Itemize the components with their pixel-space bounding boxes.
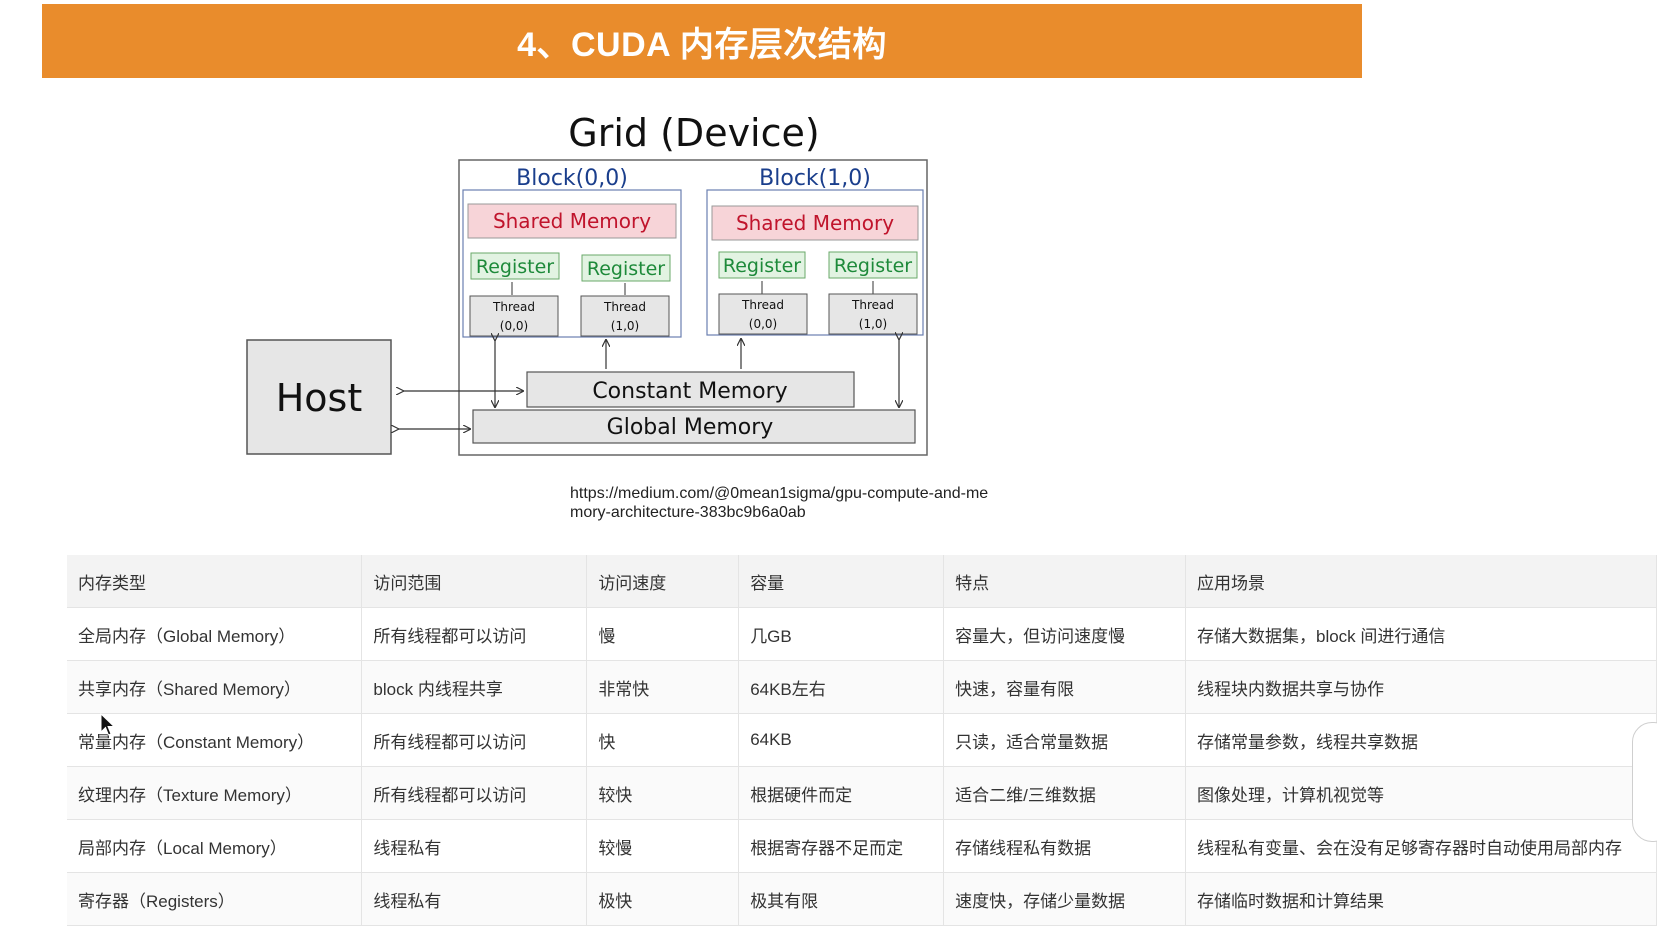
block-1-thread-1-id: (1,0) [859, 317, 887, 331]
memory-comparison-table: 内存类型 访问范围 访问速度 容量 特点 应用场景 全局内存（Global Me… [67, 555, 1657, 926]
table-cell: 线程私有 [361, 819, 588, 873]
table-cell: 速度快，存储少量数据 [943, 872, 1186, 926]
mouse-pointer-icon [100, 713, 116, 736]
host-box [246, 339, 392, 455]
table-row: 寄存器（Registers） 线程私有 极快 极其有限 速度快，存储少量数据 存… [67, 872, 1657, 926]
table-cell: 存储大数据集，block 间进行通信 [1185, 607, 1657, 661]
table-cell: 几GB [738, 607, 945, 661]
table-header-cell: 容量 [738, 555, 945, 608]
table-header-row: 内存类型 访问范围 访问速度 容量 特点 应用场景 [67, 555, 1657, 608]
table-row: 纹理内存（Texture Memory） 所有线程都可以访问 较快 根据硬件而定… [67, 766, 1657, 820]
table-cell: 局部内存（Local Memory） [67, 819, 363, 873]
block-0-shared-memory [467, 203, 677, 239]
table-row: 局部内存（Local Memory） 线程私有 较慢 根据寄存器不足而定 存储线… [67, 819, 1657, 873]
table-cell: 所有线程都可以访问 [361, 713, 588, 767]
table-cell: 纹理内存（Texture Memory） [67, 766, 363, 820]
block-1-thread-1-register [828, 251, 918, 279]
block-1-label: Block(1,0) [759, 166, 871, 191]
block-0-shared-memory-label: Shared Memory [493, 209, 651, 233]
table-row: 全局内存（Global Memory） 所有线程都可以访问 慢 几GB 容量大，… [67, 607, 1657, 661]
table-cell: 所有线程都可以访问 [361, 766, 588, 820]
block-0-thread-0-register-label: Register [476, 256, 554, 278]
global-memory-box [472, 409, 916, 444]
block-0-thread-1-register [581, 254, 671, 282]
constant-memory-box [526, 371, 855, 408]
table-cell: 64KB [738, 713, 945, 767]
table-cell: 极其有限 [738, 872, 945, 926]
table-cell: 线程块内数据共享与协作 [1185, 660, 1657, 714]
table-cell: block 内线程共享 [361, 660, 588, 714]
grid-title: Grid (Device) [568, 111, 819, 155]
table-cell: 存储常量参数，线程共享数据 [1185, 713, 1657, 767]
block-1-thread-1-register-label: Register [834, 255, 912, 277]
table-cell: 64KB左右 [738, 660, 945, 714]
table-cell: 快 [586, 713, 740, 767]
table-cell: 根据硬件而定 [738, 766, 945, 820]
block-0-thread-0 [469, 295, 559, 337]
block-1-thread-0-register [718, 251, 806, 279]
table-cell: 根据寄存器不足而定 [738, 819, 945, 873]
block-1-shared-memory-label: Shared Memory [736, 211, 894, 235]
table-cell: 线程私有变量、会在没有足够寄存器时自动使用局部内存 [1185, 819, 1657, 873]
table-header-cell: 内存类型 [67, 555, 363, 608]
source-url-caption: https://medium.com/@0mean1sigma/gpu-comp… [570, 485, 989, 521]
block-0-thread-1-id: (1,0) [611, 319, 639, 333]
table-header-cell: 访问速度 [586, 555, 740, 608]
table-cell: 只读，适合常量数据 [943, 713, 1186, 767]
table-cell: 非常快 [586, 660, 740, 714]
table-cell: 极快 [586, 872, 740, 926]
table-cell: 寄存器（Registers） [67, 872, 363, 926]
table-cell: 存储线程私有数据 [943, 819, 1186, 873]
host-label: Host [276, 376, 363, 420]
block-0-thread-1 [580, 295, 670, 337]
table-cell: 快速，容量有限 [943, 660, 1186, 714]
constant-memory-label: Constant Memory [592, 379, 787, 404]
table-cell: 容量大，但访问速度慢 [943, 607, 1186, 661]
table-cell: 存储临时数据和计算结果 [1185, 872, 1657, 926]
block-1-thread-0-label: Thread [741, 298, 784, 312]
block-1-shared-memory [711, 205, 919, 241]
table-cell: 图像处理，计算机视觉等 [1185, 766, 1657, 820]
block-0-thread-0-register [470, 252, 560, 280]
table-cell: 慢 [586, 607, 740, 661]
table-cell: 较慢 [586, 819, 740, 873]
table-cell: 适合二维/三维数据 [943, 766, 1186, 820]
block-0-thread-0-label: Thread [492, 300, 535, 314]
table-row: 共享内存（Shared Memory） block 内线程共享 非常快 64KB… [67, 660, 1657, 714]
table-cell: 线程私有 [361, 872, 588, 926]
table-header-cell: 访问范围 [361, 555, 588, 608]
slide-title-banner: 4、CUDA 内存层次结构 [42, 4, 1362, 78]
block-1-thread-1 [828, 293, 918, 335]
table-header-cell: 应用场景 [1185, 555, 1657, 608]
table-header-cell: 特点 [943, 555, 1186, 608]
global-memory-label: Global Memory [607, 415, 774, 440]
block-1-thread-1-label: Thread [851, 298, 894, 312]
block-1-thread-0-id: (0,0) [749, 317, 777, 331]
block-0-thread-1-label: Thread [603, 300, 646, 314]
table-cell: 常量内存（Constant Memory） [67, 713, 363, 767]
side-scroll-handle[interactable] [1632, 722, 1657, 842]
block-1-thread-0 [718, 293, 808, 335]
table-cell: 全局内存（Global Memory） [67, 607, 363, 661]
block-0-label: Block(0,0) [516, 166, 628, 191]
table-cell: 较快 [586, 766, 740, 820]
table-cell: 共享内存（Shared Memory） [67, 660, 363, 714]
block-1-thread-0-register-label: Register [723, 255, 801, 277]
block-0-thread-1-register-label: Register [587, 258, 665, 280]
block-0-thread-0-id: (0,0) [500, 319, 528, 333]
table-cell: 所有线程都可以访问 [361, 607, 588, 661]
table-row: 常量内存（Constant Memory） 所有线程都可以访问 快 64KB 只… [67, 713, 1657, 767]
slide-title: 4、CUDA 内存层次结构 [517, 25, 887, 64]
